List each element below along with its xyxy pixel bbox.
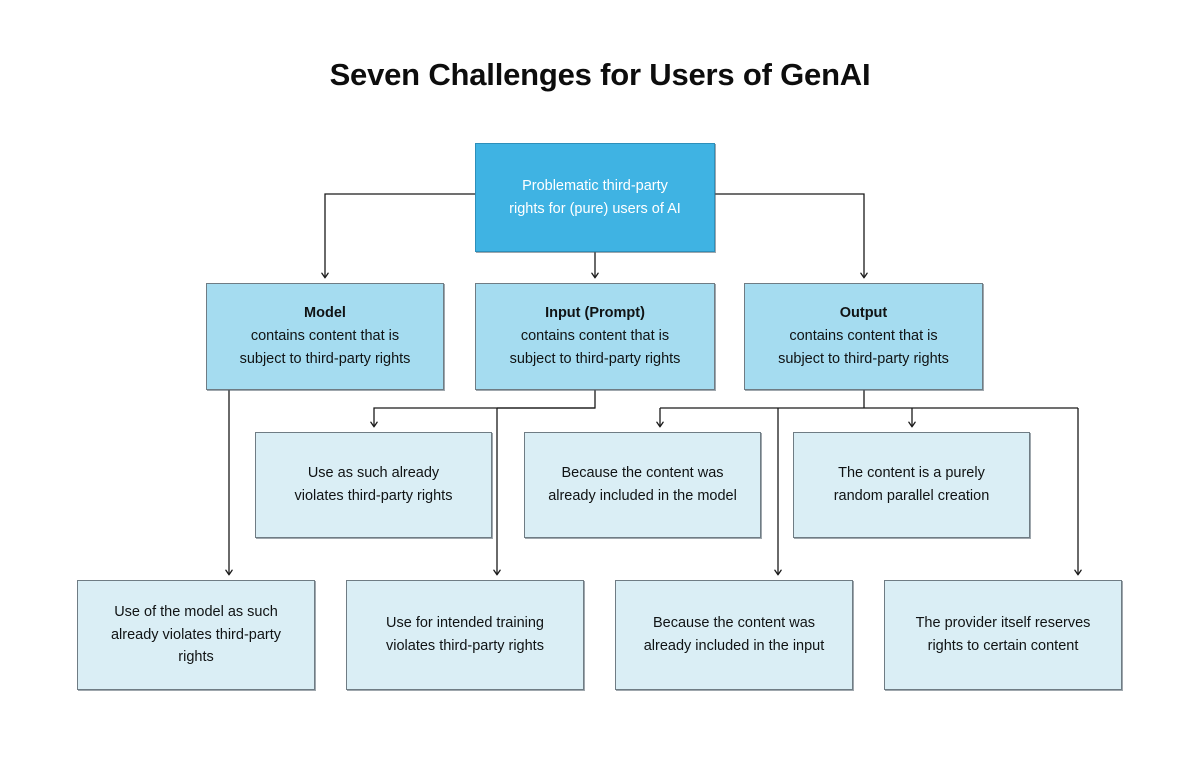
node-intended-training-line-2: violates third-party rights (386, 638, 544, 654)
node-input-prompt-line-2: subject to third-party rights (509, 350, 681, 367)
node-use-as-such[interactable]: Use as such already violates third-party… (255, 432, 492, 538)
node-model-line-2: subject to third-party rights (239, 350, 411, 367)
node-content-in-input-line-1: Because the content was (652, 615, 816, 632)
edge-input-to-use-as-such (374, 390, 596, 426)
node-output-heading: Output (839, 305, 888, 322)
node-use-as-such-line-1: Use as such already (307, 465, 440, 482)
node-content-in-model-line-1: Because the content was (561, 465, 724, 482)
node-content-in-input[interactable]: Because the content was already included… (615, 580, 853, 690)
node-use-as-such-line-2: violates third-party rights (294, 488, 453, 504)
edge-root-to-model (325, 193, 475, 277)
node-output-line-2: subject to third-party rights (778, 350, 949, 367)
node-random-parallel-creation-line-1: The content is a purely (838, 465, 985, 482)
node-input-prompt-line-1: contains content that is (520, 328, 670, 345)
node-output-line-1: contains content that is (789, 328, 938, 345)
node-use-of-model-as-such-line-2: already violates third-party (110, 626, 282, 643)
edge-root-to-output (715, 193, 864, 277)
node-use-of-model-as-such-line-1: Use of the model as such (114, 603, 278, 620)
node-root-line-1: Problematic third-party (522, 177, 668, 194)
node-root-line-2: rights for (pure) users of AI (509, 200, 681, 217)
node-intended-training[interactable]: Use for intended training violates third… (346, 580, 584, 690)
node-random-parallel-creation-line-2: random parallel creation (833, 488, 990, 504)
node-model-line-1: contains content that is (250, 328, 400, 345)
node-provider-reserves-rights-line-1: The provider itself reserves (915, 615, 1091, 632)
node-use-of-model-as-such-line-3: rights (178, 649, 214, 666)
node-content-in-model-line-2: already included in the model (548, 488, 737, 504)
node-model[interactable]: Model contains content that is subject t… (206, 283, 444, 390)
node-root[interactable]: Problematic third-party rights for (pure… (475, 143, 715, 252)
node-provider-reserves-rights[interactable]: The provider itself reserves rights to c… (884, 580, 1122, 690)
node-model-heading: Model (304, 305, 346, 322)
node-content-in-model[interactable]: Because the content was already included… (524, 432, 761, 538)
node-intended-training-line-1: Use for intended training (386, 615, 544, 632)
node-provider-reserves-rights-line-2: rights to certain content (927, 638, 1079, 654)
node-input-prompt-heading: Input (Prompt) (545, 305, 645, 322)
node-output[interactable]: Output contains content that is subject … (744, 283, 983, 390)
page-title: Seven Challenges for Users of GenAI (329, 57, 871, 92)
node-input-prompt[interactable]: Input (Prompt) contains content that is … (475, 283, 715, 390)
node-use-of-model-as-such[interactable]: Use of the model as such already violate… (77, 580, 315, 690)
node-random-parallel-creation[interactable]: The content is a purely random parallel … (793, 432, 1030, 538)
node-content-in-input-line-2: already included in the input (643, 638, 825, 654)
